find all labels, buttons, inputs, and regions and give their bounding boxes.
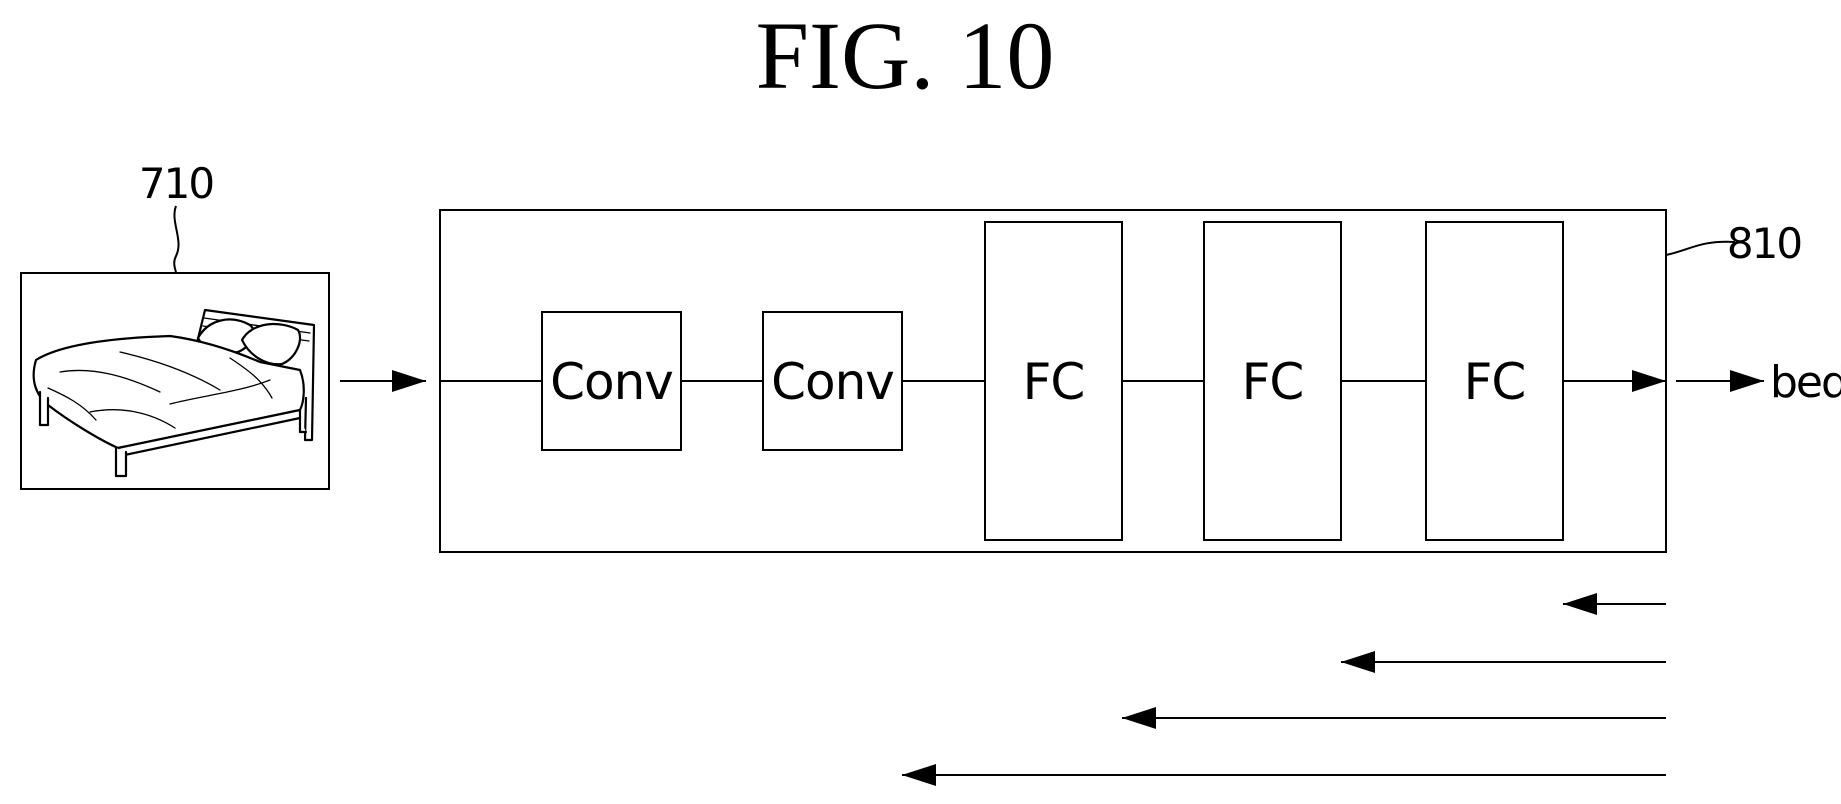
layer-label: Conv	[771, 353, 894, 411]
network-ref-label: 810	[1727, 219, 1801, 268]
layer-label: FC	[1464, 353, 1526, 411]
layer-conv-2: Conv	[763, 312, 902, 450]
figure-title: FIG. 10	[756, 2, 1055, 109]
output-label: bed	[1770, 357, 1841, 408]
layer-label: FC	[1242, 353, 1304, 411]
layer-fc-1: FC	[985, 222, 1122, 540]
layer-fc-2: FC	[1204, 222, 1341, 540]
layer-fc-3: FC	[1426, 222, 1563, 540]
layer-label: Conv	[550, 353, 673, 411]
layer-label: FC	[1023, 353, 1085, 411]
input-image-leader-line	[174, 206, 178, 273]
network-leader-line	[1666, 242, 1735, 255]
layer-conv-1: Conv	[542, 312, 681, 450]
input-image-ref-label: 710	[139, 159, 213, 208]
